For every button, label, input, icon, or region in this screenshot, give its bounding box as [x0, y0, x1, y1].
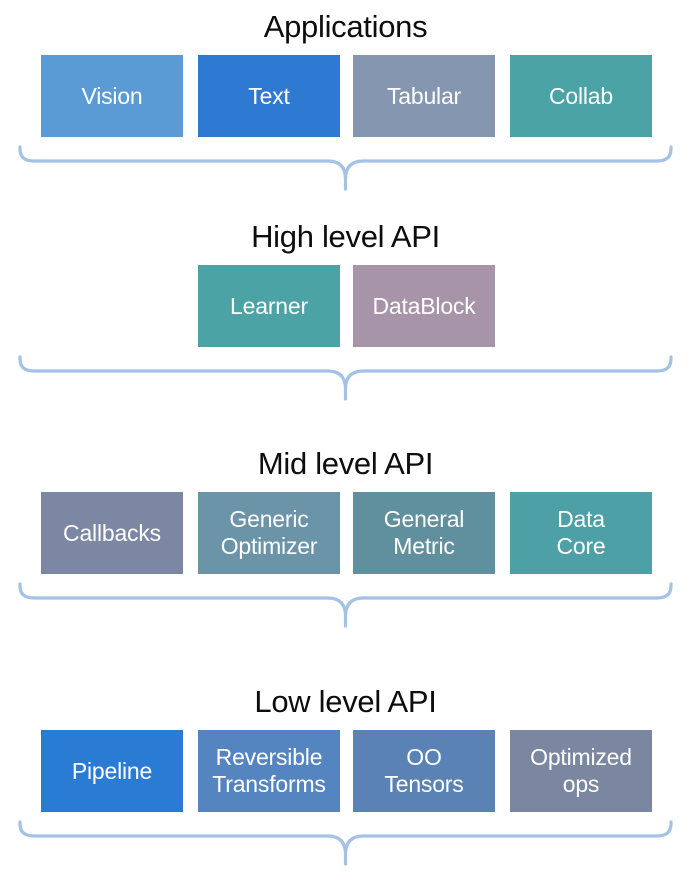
node-box-label-line: Data	[557, 506, 605, 532]
grouping-brace-applications	[18, 145, 673, 193]
node-box-label: Vision	[81, 83, 142, 110]
node-box-label-line: DataBlock	[372, 292, 476, 319]
node-box-label-line: Vision	[81, 82, 143, 109]
node-box-label-line: Optimized	[530, 744, 632, 770]
node-box-datablock[interactable]: DataBlock	[353, 265, 495, 347]
node-box-label-line: Generic	[229, 506, 309, 532]
node-box-learner[interactable]: Learner	[198, 265, 340, 347]
node-box-label-line: Callbacks	[63, 519, 161, 546]
node-box-label-line: Tabular	[386, 82, 462, 109]
layer-title-applications: Applications	[263, 9, 428, 44]
node-box-label-line: Text	[248, 82, 290, 109]
node-box-label: Collab	[549, 83, 613, 110]
node-box-label-line: Metric	[393, 533, 455, 559]
grouping-brace-high-level-api	[18, 355, 673, 403]
node-box-label: Text	[248, 82, 290, 110]
node-box-label-line: Learner	[230, 292, 308, 319]
node-box-label-line: Pipeline	[71, 757, 153, 784]
node-box-label-line: Core	[556, 533, 606, 559]
node-box-label: Pipeline	[72, 758, 152, 785]
node-box-label-line: Tensors	[384, 771, 464, 797]
layer-title-mid-level-api: Mid level API	[257, 446, 434, 481]
node-box-callbacks[interactable]: Callbacks	[41, 492, 183, 574]
node-box-text[interactable]: Text	[198, 55, 340, 137]
box-row-high-level-api: Learner DataBlock	[0, 265, 691, 347]
layer-high-level-api: High level API Learner DataBlock	[0, 220, 691, 415]
node-box-label-line: OO	[406, 744, 442, 770]
node-box-label: Tabular	[387, 83, 461, 110]
node-box-collab[interactable]: Collab	[510, 55, 652, 137]
node-box-label: DataBlock	[372, 293, 475, 320]
node-box-label-line: General	[383, 506, 465, 532]
layer-title-low-level-api: Low level API	[254, 684, 437, 719]
node-box-vision[interactable]: Vision	[41, 55, 183, 137]
layer-title-high-level-api: High level API	[251, 219, 440, 254]
node-box-pipeline[interactable]: Pipeline	[41, 730, 183, 812]
node-box-label: Callbacks	[63, 520, 161, 547]
node-box-label-line: Optimizer	[220, 533, 318, 559]
node-box-label-line: Collab	[548, 82, 613, 109]
node-box-label-line: Reversible	[215, 744, 323, 770]
grouping-brace-low-level-api	[18, 820, 673, 868]
grouping-brace-mid-level-api	[18, 582, 673, 630]
node-box-label-line: ops	[562, 771, 600, 797]
node-box-label-line: Transforms	[212, 771, 326, 797]
node-box-tabular[interactable]: Tabular	[353, 55, 495, 137]
node-box-label: Learner	[230, 293, 308, 320]
box-row-applications: Vision Text Tabular Collab	[0, 55, 691, 137]
